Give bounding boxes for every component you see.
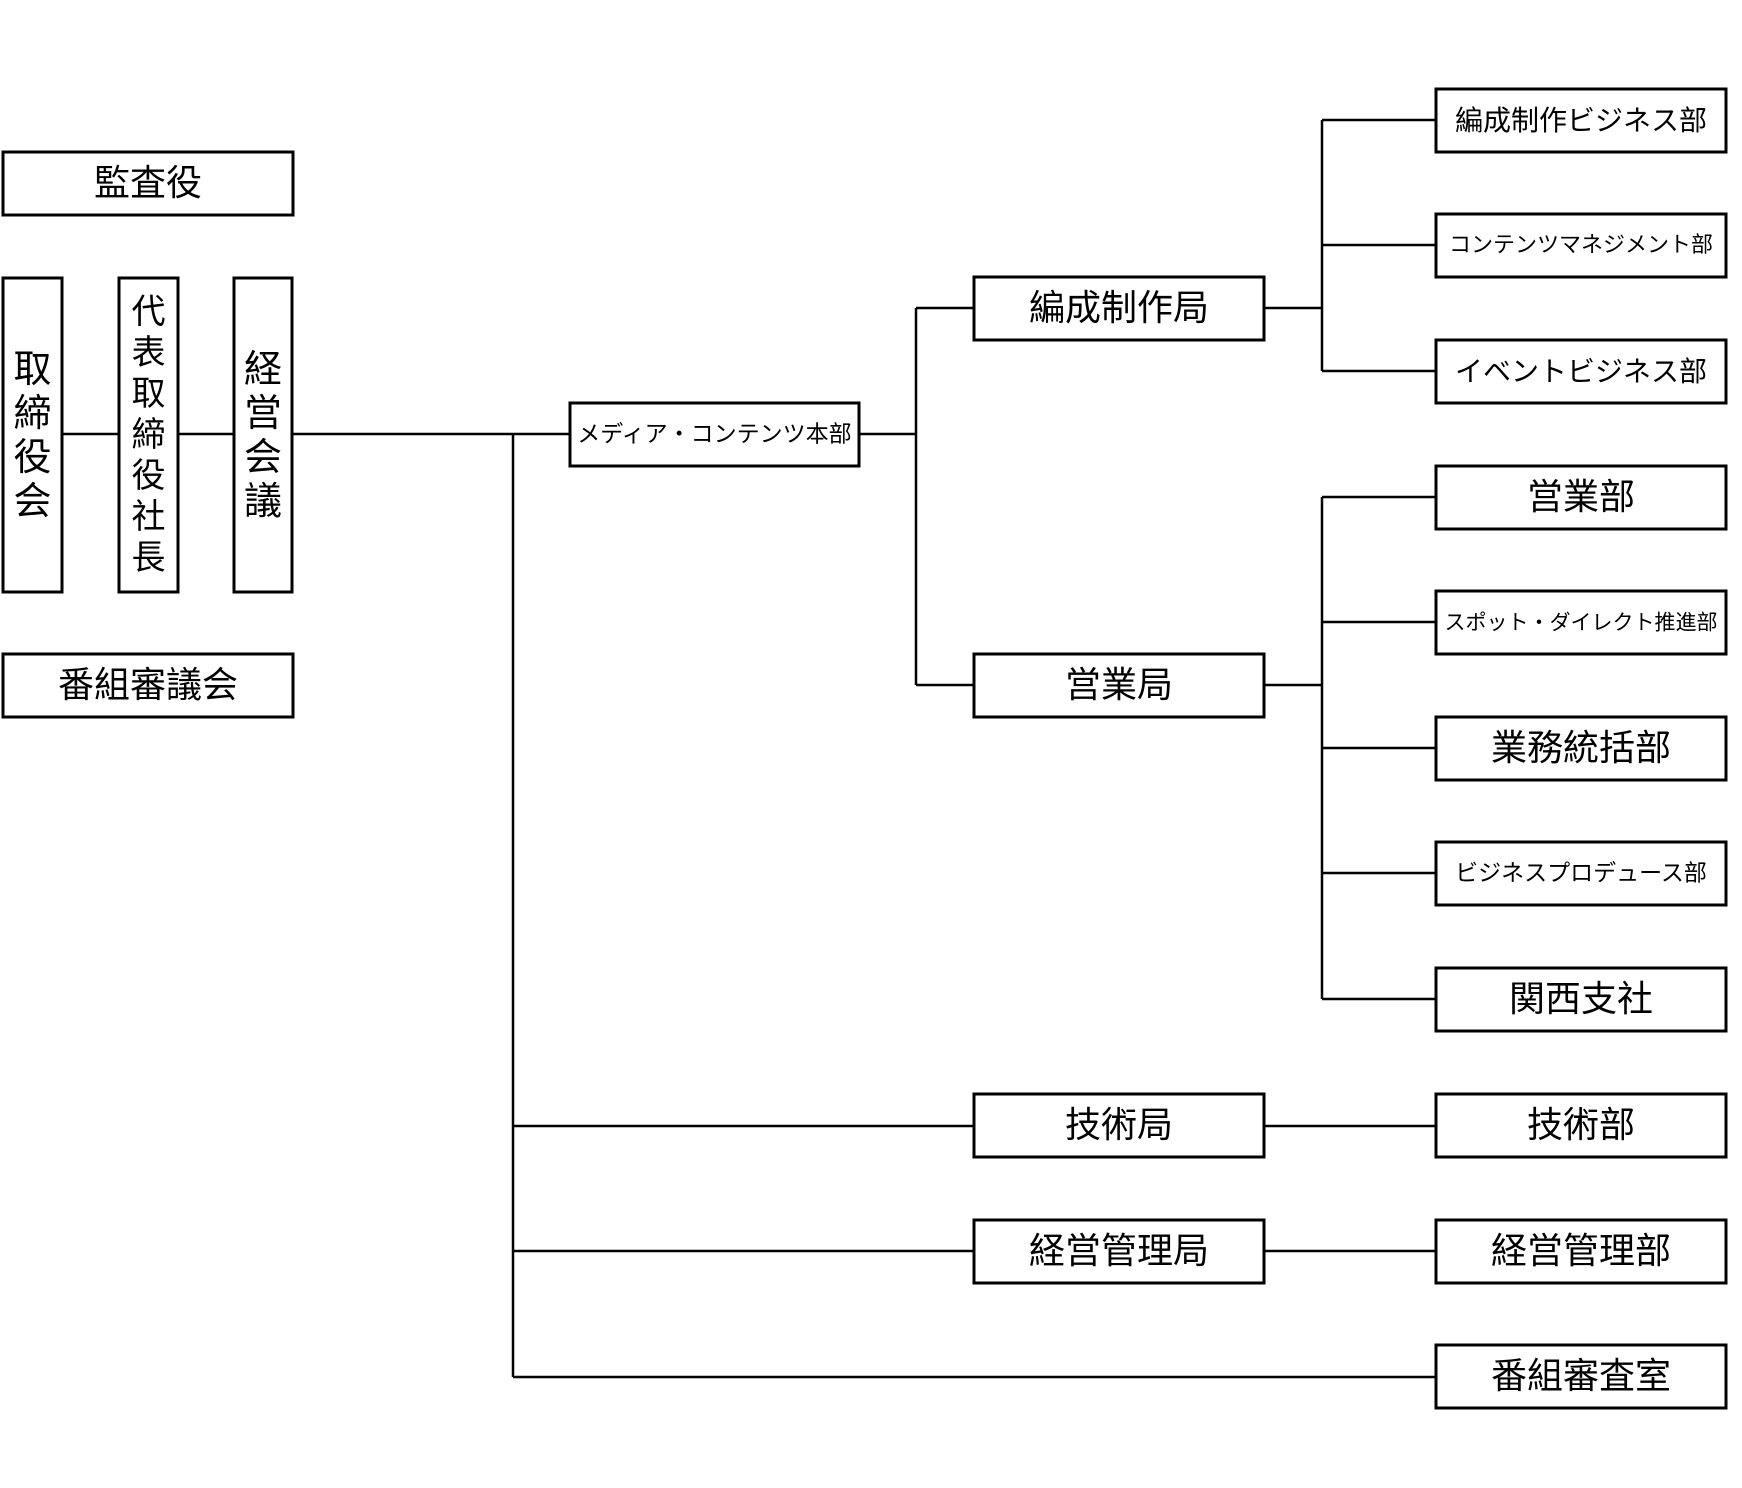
dept-business-produce-box: ビジネスプロデュース部 bbox=[1434, 840, 1728, 907]
management-meeting-label: 経営会議 bbox=[244, 347, 282, 523]
auditor-label: 監査役 bbox=[94, 163, 202, 204]
dept-content-management-box: コンテンツマネジメント部 bbox=[1434, 212, 1728, 279]
board-of-directors-box: 取締役会 bbox=[1, 276, 64, 594]
management-bureau-box: 経営管理局 bbox=[972, 1218, 1266, 1285]
dept-spot-direct-label: スポット・ダイレクト推進部 bbox=[1445, 611, 1718, 635]
dept-event-business-label: イベントビジネス部 bbox=[1455, 355, 1707, 388]
auditor-box: 監査役 bbox=[1, 150, 295, 217]
program-review-office-label: 番組審査室 bbox=[1491, 1356, 1671, 1397]
dept-kansai-branch-label: 関西支社 bbox=[1509, 979, 1653, 1020]
dept-business-produce-label: ビジネスプロデュース部 bbox=[1455, 861, 1707, 887]
programming-bureau-label: 編成制作局 bbox=[1029, 288, 1209, 329]
media-content-hq-label: メディア・コンテンツ本部 bbox=[577, 422, 851, 448]
dept-programming-business-label: 編成制作ビジネス部 bbox=[1455, 104, 1707, 137]
dept-operations-box: 業務統括部 bbox=[1434, 715, 1728, 782]
dept-sales-box: 営業部 bbox=[1434, 464, 1728, 531]
board-of-directors-label: 取締役会 bbox=[13, 347, 51, 523]
technology-bureau-label: 技術局 bbox=[1065, 1105, 1173, 1146]
program-council-box: 番組審議会 bbox=[1, 652, 295, 719]
dept-technology-box: 技術部 bbox=[1434, 1092, 1728, 1159]
dept-kansai-branch-box: 関西支社 bbox=[1434, 966, 1728, 1033]
dept-technology-label: 技術部 bbox=[1527, 1105, 1635, 1146]
dept-event-business-box: イベントビジネス部 bbox=[1434, 338, 1728, 405]
president-label: 代表取締役社長 bbox=[132, 292, 166, 578]
dept-programming-business-box: 編成制作ビジネス部 bbox=[1434, 87, 1728, 154]
dept-management-label: 経営管理部 bbox=[1491, 1231, 1671, 1272]
dept-management-box: 経営管理部 bbox=[1434, 1218, 1728, 1285]
management-bureau-label: 経営管理局 bbox=[1029, 1231, 1209, 1272]
dept-sales-label: 営業部 bbox=[1527, 477, 1635, 518]
president-box: 代表取締役社長 bbox=[117, 276, 180, 594]
dept-content-management-label: コンテンツマネジメント部 bbox=[1449, 233, 1713, 258]
program-council-label: 番組審議会 bbox=[58, 665, 238, 706]
connector-lines bbox=[62, 118, 1436, 1379]
sales-bureau-label: 営業局 bbox=[1065, 665, 1173, 706]
media-content-hq-box: メディア・コンテンツ本部 bbox=[568, 401, 861, 468]
management-meeting-box: 経営会議 bbox=[232, 276, 294, 594]
dept-operations-label: 業務統括部 bbox=[1491, 728, 1671, 769]
sales-bureau-box: 営業局 bbox=[972, 652, 1266, 719]
technology-bureau-box: 技術局 bbox=[972, 1092, 1266, 1159]
program-review-office-box: 番組審査室 bbox=[1434, 1343, 1728, 1410]
programming-bureau-box: 編成制作局 bbox=[972, 275, 1266, 342]
dept-spot-direct-box: スポット・ダイレクト推進部 bbox=[1434, 589, 1728, 656]
